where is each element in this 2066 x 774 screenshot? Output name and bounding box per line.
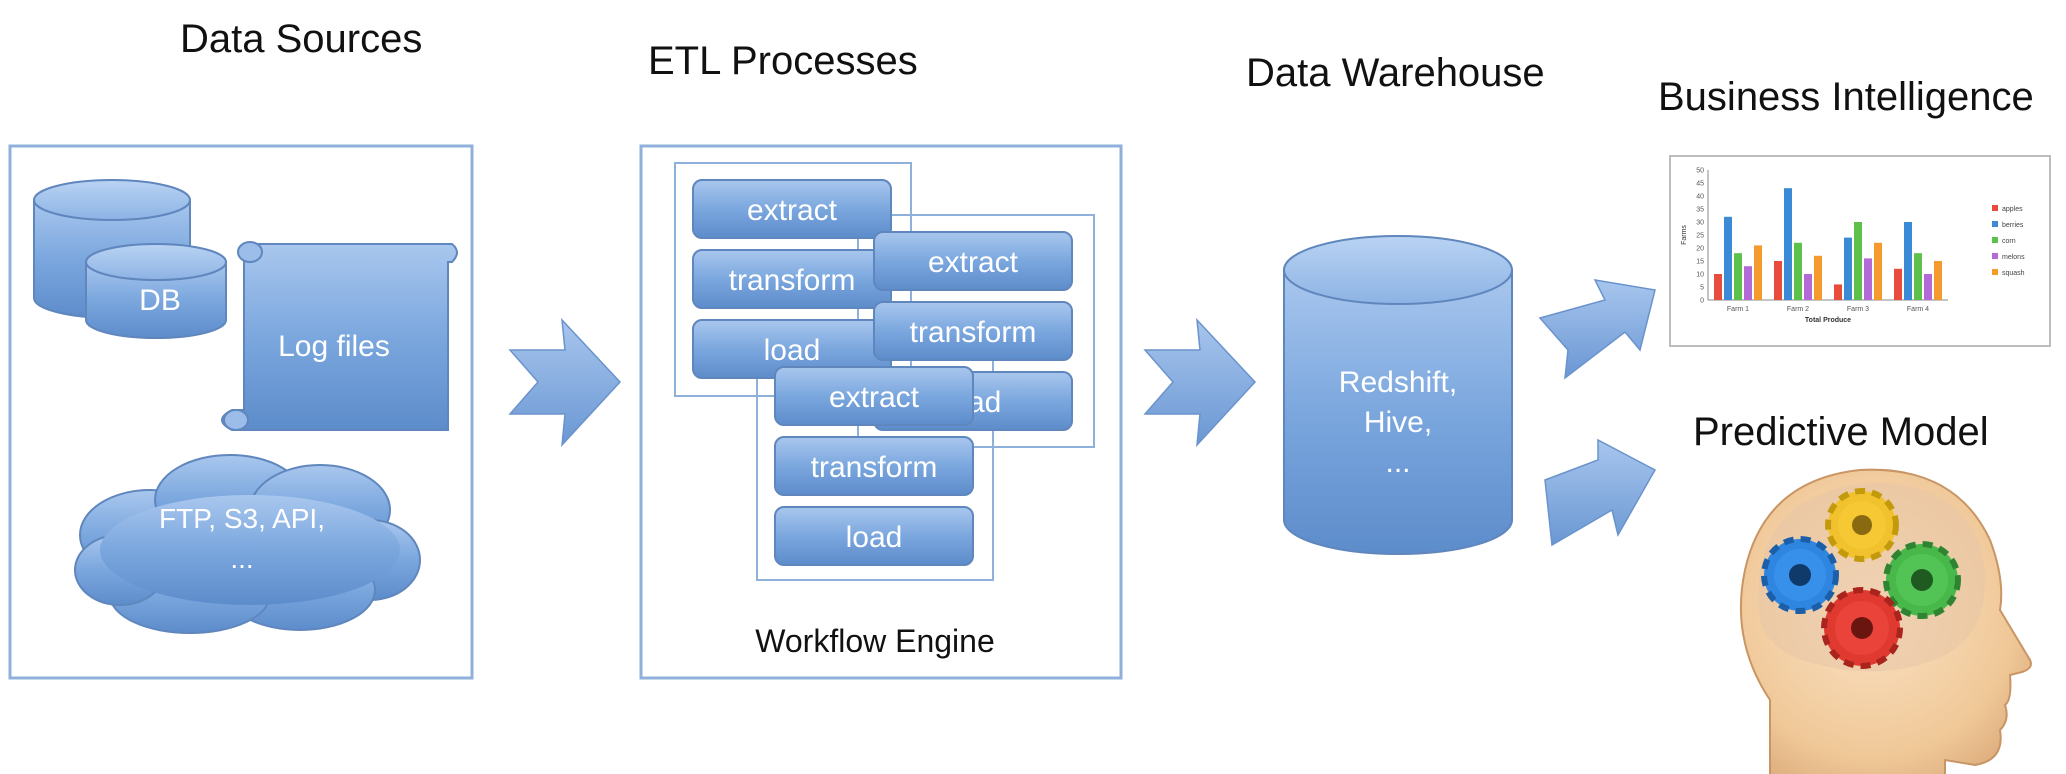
- step-box: [774, 436, 974, 496]
- step-load: load: [764, 334, 821, 367]
- bar-squash: [1814, 255, 1822, 300]
- bar-apples: [1834, 284, 1842, 300]
- bar-melons: [1804, 274, 1812, 300]
- y-tick-label: 15: [1696, 259, 1704, 266]
- bar-berries: [1904, 222, 1912, 300]
- bar-squash: [1874, 242, 1882, 300]
- y-tick-label: 25: [1696, 233, 1704, 240]
- legend-label: berries: [2002, 222, 2024, 229]
- y-tick-label: 35: [1696, 207, 1704, 214]
- arrow-etl-to-warehouse: [1143, 317, 1257, 448]
- y-tick-label: 45: [1696, 181, 1704, 188]
- step-load: load: [846, 521, 903, 554]
- title-data-sources: Data Sources: [180, 17, 422, 61]
- legend-label: melons: [2002, 254, 2025, 261]
- db-label: DB: [139, 284, 181, 317]
- warehouse-line3: ...: [1385, 446, 1410, 479]
- arrow-to-bi: [1538, 279, 1656, 380]
- y-axis-label: Farms: [1681, 225, 1688, 245]
- step-extract: extract: [829, 381, 920, 414]
- title-predictive-model: Predictive Model: [1693, 410, 1989, 454]
- warehouse-cylinder: [1283, 235, 1513, 555]
- y-tick-label: 5: [1700, 285, 1704, 292]
- bar-berries: [1724, 216, 1732, 300]
- x-tick-label: Farm 3: [1847, 306, 1869, 313]
- etl-group-3: extract transform load: [774, 366, 974, 566]
- bar-apples: [1714, 274, 1722, 300]
- etl-group-1: extract transform load: [692, 179, 892, 379]
- workflow-engine-label: Workflow Engine: [755, 623, 995, 659]
- bar-apples: [1774, 261, 1782, 300]
- bar-berries: [1784, 188, 1792, 300]
- x-tick-label: Farm 4: [1907, 306, 1929, 313]
- legend-swatch: [1992, 253, 1998, 259]
- x-tick-label: Farm 2: [1787, 306, 1809, 313]
- legend-label: squash: [2002, 270, 2025, 277]
- bar-corn: [1794, 242, 1802, 300]
- bar-corn: [1734, 253, 1742, 300]
- log-files-scroll: [221, 241, 458, 431]
- bar-corn: [1914, 253, 1922, 300]
- arrow-to-predictive: [1544, 438, 1657, 547]
- y-tick-label: 10: [1696, 272, 1704, 279]
- x-tick-label: Farm 1: [1727, 306, 1749, 313]
- bar-melons: [1744, 266, 1752, 300]
- cloud-shape: [74, 454, 421, 634]
- legend-label: corn: [2002, 238, 2016, 245]
- legend-swatch: [1992, 237, 1998, 243]
- warehouse-line2: Hive,: [1364, 406, 1432, 439]
- step-box: [774, 366, 974, 426]
- legend-label: apples: [2002, 206, 2023, 213]
- cloud-label-line1: FTP, S3, API,: [159, 503, 325, 534]
- legend-swatch: [1992, 269, 1998, 275]
- log-files-label: Log files: [278, 330, 390, 363]
- step-box: [774, 506, 974, 566]
- warehouse-line1: Redshift,: [1339, 366, 1457, 399]
- step-extract: extract: [928, 246, 1019, 279]
- step-transform: transform: [811, 451, 938, 484]
- cloud-label-line2: ...: [230, 543, 253, 574]
- bar-berries: [1844, 237, 1852, 300]
- bar-squash: [1934, 261, 1942, 300]
- y-tick-label: 20: [1696, 246, 1704, 253]
- step-transform: transform: [729, 264, 856, 297]
- y-tick-label: 40: [1696, 194, 1704, 201]
- legend-swatch: [1992, 221, 1998, 227]
- title-business-intelligence: Business Intelligence: [1658, 75, 2034, 119]
- bar-corn: [1854, 222, 1862, 300]
- bar-squash: [1754, 245, 1762, 300]
- gear-icon: [1821, 587, 1903, 669]
- y-tick-label: 0: [1700, 298, 1704, 305]
- step-box: [873, 231, 1073, 291]
- brain-head-image: [1739, 468, 2032, 774]
- arrow-sources-to-etl: [508, 317, 622, 448]
- gear-icon: [1883, 541, 1961, 619]
- bar-melons: [1864, 258, 1872, 300]
- step-box: [873, 301, 1073, 361]
- db-cylinder: [85, 243, 227, 339]
- step-transform: transform: [910, 316, 1037, 349]
- step-extract: extract: [747, 194, 838, 227]
- legend-swatch: [1992, 205, 1998, 211]
- x-axis-label: Total Produce: [1805, 317, 1851, 324]
- y-tick-label: 50: [1696, 168, 1704, 175]
- step-box: [692, 179, 892, 239]
- title-data-warehouse: Data Warehouse: [1246, 51, 1545, 95]
- title-etl-processes: ETL Processes: [648, 39, 918, 83]
- gear-icon: [1825, 488, 1899, 562]
- gear-icon: [1761, 536, 1839, 614]
- bar-apples: [1894, 268, 1902, 300]
- y-tick-label: 30: [1696, 220, 1704, 227]
- bar-melons: [1924, 274, 1932, 300]
